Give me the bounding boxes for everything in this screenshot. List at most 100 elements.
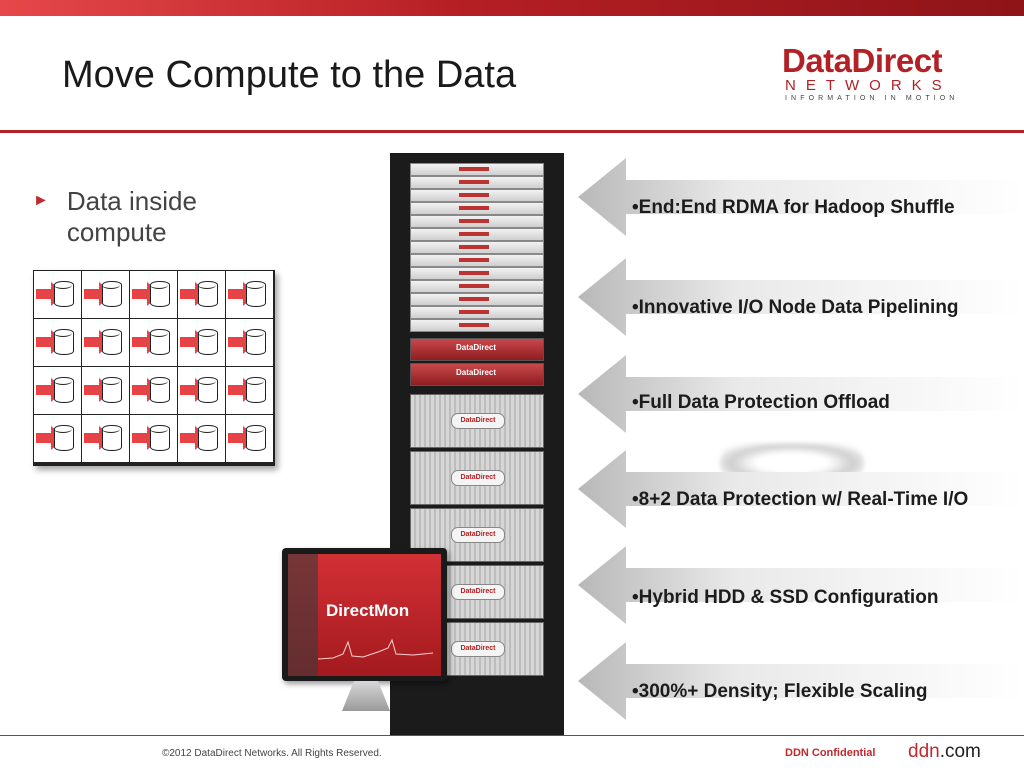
red-arrow-icon [132,433,148,443]
datadirect-logo: DataDirect NETWORKS INFORMATION IN MOTIO… [782,44,1000,104]
drive-slot-icon [459,219,489,223]
red-arrow-icon [36,289,52,299]
feature-text: •Hybrid HDD & SSD Configuration [632,587,939,608]
grid-cell [82,367,129,414]
disk-cylinder-top-icon [198,281,216,289]
red-arrow-icon [228,337,244,347]
rack-unit-1u [410,267,544,280]
ddn-site-prefix: ddn [908,741,940,762]
grid-cell [82,415,129,462]
footer-divider [0,735,1024,736]
red-arrow-icon [84,289,100,299]
grid-cell [82,319,129,366]
feature-arrow-icon [578,642,1024,720]
disk-cylinder-top-icon [198,329,216,337]
red-arrow-icon [132,385,148,395]
rack-unit-1u [410,189,544,202]
ddn-site-logo: ddn.com [908,741,981,763]
feature-arrow-icon [578,546,1024,624]
rack-unit-1u [410,241,544,254]
confidential-label: DDN Confidential [785,747,876,759]
bullet-arrow-icon: ► [33,192,49,209]
drive-slot-icon [459,323,489,327]
grid-cell [34,271,81,318]
left-bullet: ► Data inside compute [33,186,237,248]
red-arrow-icon [180,433,196,443]
disk-cylinder-top-icon [150,425,168,433]
feature-text: •End:End RDMA for Hadoop Shuffle [632,197,955,218]
rack-brand-label: DataDirect [451,527,505,543]
rack-unit-enclosure: DataDirect [410,451,544,505]
slide-title: Move Compute to the Data [62,54,517,96]
disk-cylinder-top-icon [246,377,264,385]
drive-slot-icon [459,245,489,249]
drive-slot-icon [459,297,489,301]
drive-slot-icon [459,271,489,275]
drive-slot-icon [459,193,489,197]
feature-text: •Innovative I/O Node Data Pipelining [632,297,959,318]
disk-cylinder-top-icon [246,425,264,433]
grid-cell [34,415,81,462]
ddn-site-suffix: .com [939,741,981,762]
disk-cylinder-top-icon [198,425,216,433]
grid-cell [226,415,273,462]
header-divider [0,130,1024,133]
rack-unit-1u [410,319,544,332]
rack-unit-1u [410,293,544,306]
directmon-monitor: DirectMon [282,548,447,681]
rack-brand-label: DataDirect [451,470,505,486]
drive-slot-icon [459,258,489,262]
disk-cylinder-top-icon [246,329,264,337]
grid-cell [130,415,177,462]
disk-cylinder-top-icon [102,425,120,433]
red-arrow-icon [228,385,244,395]
feature-arrow-icon [578,450,1024,528]
grid-cell [178,367,225,414]
rack-unit-controller: DataDirect [410,338,544,361]
drive-slot-icon [459,232,489,236]
disk-cylinder-top-icon [246,281,264,289]
feature-arrow-icon [578,355,1024,433]
red-arrow-icon [84,433,100,443]
disk-cylinder-top-icon [150,281,168,289]
grid-cell [130,367,177,414]
red-arrow-icon [132,289,148,299]
grid-cell [178,319,225,366]
rack-unit-controller: DataDirect [410,363,544,386]
drive-slot-icon [459,284,489,288]
copyright-text: ©2012 DataDirect Networks. All Rights Re… [162,748,382,759]
red-arrow-icon [132,337,148,347]
directmon-label: DirectMon [326,601,410,620]
monitor-stand [342,681,390,711]
grid-cell [226,271,273,318]
grid-cell [82,271,129,318]
logo-tagline: INFORMATION IN MOTION [785,95,959,102]
rack-unit-1u [410,163,544,176]
red-arrow-icon [228,289,244,299]
red-arrow-icon [84,337,100,347]
rack-unit-1u [410,254,544,267]
grid-cell [34,319,81,366]
red-arrow-icon [180,289,196,299]
feature-text: •8+2 Data Protection w/ Real-Time I/O [632,489,969,510]
disk-cylinder-top-icon [198,377,216,385]
disk-cylinder-top-icon [102,377,120,385]
grid-cell [178,271,225,318]
red-arrow-icon [180,385,196,395]
disk-cylinder-top-icon [150,329,168,337]
disk-cylinder-top-icon [54,281,72,289]
rack-brand-label: DataDirect [456,368,497,377]
monitor-screen: DirectMon [288,554,441,676]
disk-cylinder-top-icon [54,377,72,385]
grid-cell [34,367,81,414]
red-arrow-icon [36,337,52,347]
drive-slot-icon [459,206,489,210]
rack-unit-1u [410,176,544,189]
red-arrow-icon [36,385,52,395]
feature-arrow-icon [578,258,1024,336]
top-accent-bar [0,0,1024,16]
disk-cylinder-top-icon [54,329,72,337]
disk-cylinder-top-icon [102,329,120,337]
rack-unit-1u [410,280,544,293]
rack-brand-label: DataDirect [456,343,497,352]
